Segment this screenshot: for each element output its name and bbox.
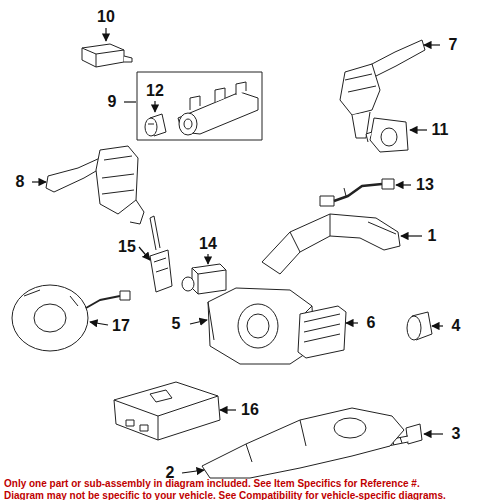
- callout-number: 4: [452, 318, 461, 334]
- clockspring: [12, 285, 130, 351]
- assembly-bracket: [137, 72, 262, 140]
- trim-cap: [407, 312, 432, 340]
- control-module: [298, 306, 346, 358]
- callout-number: 3: [452, 426, 461, 442]
- callout-number: 6: [367, 315, 376, 331]
- callout-number: 12: [146, 83, 164, 99]
- callout-number: 17: [112, 318, 130, 334]
- key-fob: [150, 216, 172, 292]
- turn-signal-switch: [46, 146, 144, 224]
- module-part: [82, 44, 132, 67]
- callout-number: 7: [449, 37, 458, 53]
- callout-number: 1: [428, 228, 437, 244]
- ignition-bezel: [366, 118, 408, 152]
- callout-number: 8: [16, 174, 25, 190]
- disclaimer-note: Diagram may not be specific to your vehi…: [4, 490, 446, 500]
- lower-shroud: [202, 408, 404, 478]
- lock-housing: [178, 82, 258, 135]
- disclaimer-note: Only one part or sub-assembly in diagram…: [4, 478, 420, 490]
- callout-number: 10: [97, 9, 115, 25]
- callout-number: 15: [118, 239, 136, 255]
- callout-number: 14: [199, 236, 217, 252]
- callout-number: 5: [172, 316, 181, 332]
- lock-actuator: [182, 264, 226, 294]
- callout-number: 9: [108, 94, 117, 110]
- wire-harness: [320, 179, 394, 206]
- receiver-module: [114, 382, 220, 440]
- callout-number: 11: [432, 122, 449, 138]
- callout-number: 16: [241, 402, 259, 418]
- lock-cylinder: [145, 114, 166, 136]
- leader-lines: [32, 28, 443, 473]
- upper-shroud: [262, 214, 400, 274]
- callout-number: 13: [416, 177, 434, 193]
